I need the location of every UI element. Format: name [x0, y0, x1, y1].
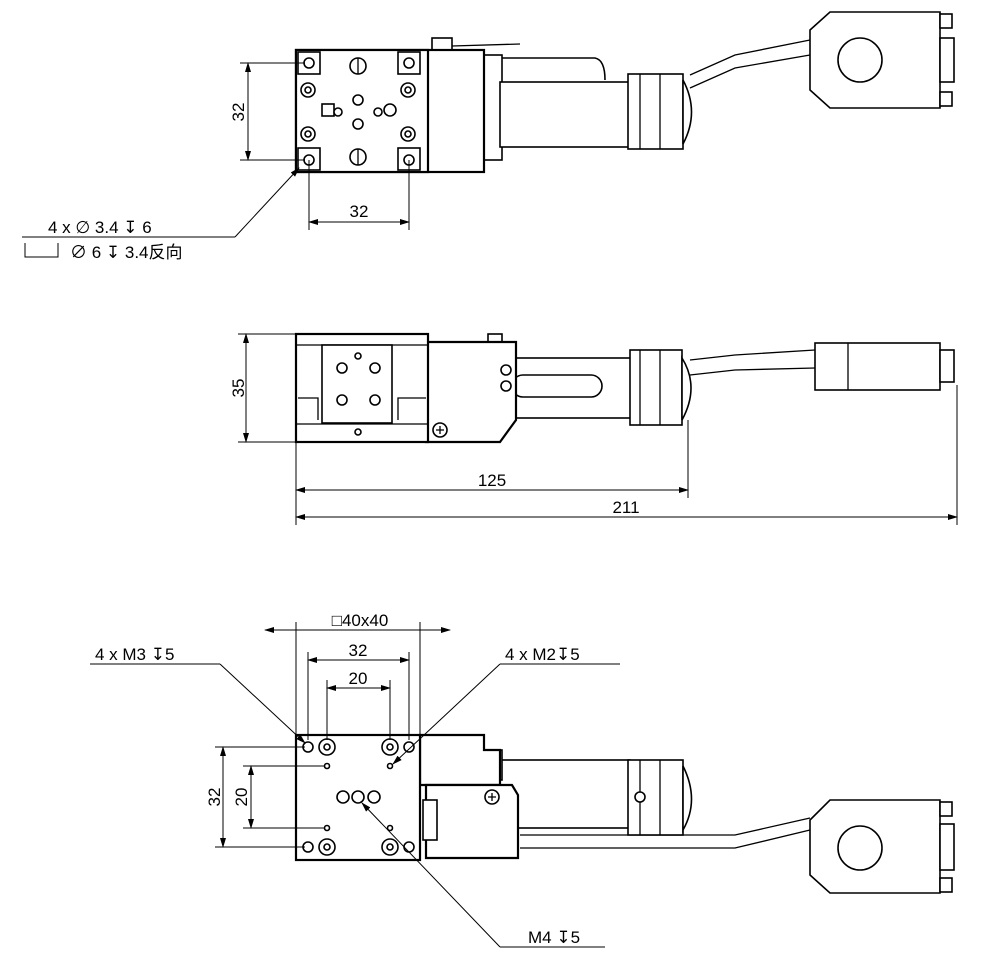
callout-m3: 4 x M3 ↧5	[95, 645, 174, 664]
callout-m4: M4 ↧5	[528, 928, 580, 947]
top-dim-width: 32	[350, 202, 369, 221]
bottom-dim-32-h: 32	[349, 641, 368, 660]
callout-m2: 4 x M2↧5	[505, 645, 580, 664]
bottom-connector	[809, 799, 955, 894]
top-callout-line1: 4 x ∅ 3.4 ↧ 6	[48, 218, 152, 237]
counterbore-icon	[24, 243, 59, 258]
bottom-dim-20-h: 20	[349, 669, 368, 688]
stage-body-side	[294, 332, 518, 444]
bottom-view: □40x40 32 20 32 20 4 x M3 ↧5 4 x M2↧5 M4…	[90, 611, 955, 948]
side-motor	[487, 333, 692, 426]
bottom-dim-square: □40x40	[332, 611, 389, 630]
cable	[689, 39, 811, 76]
stage-body-bottom	[294, 733, 520, 862]
side-dim-211: 211	[612, 498, 639, 517]
bottom-motor	[483, 749, 693, 836]
side-view: 35 125 211	[229, 332, 958, 525]
top-view: 32 32 4 x ∅ 3.4 ↧ 6 ∅ 6 ↧ 3.4反向	[22, 11, 955, 262]
top-callout-line2: ∅ 6 ↧ 3.4反向	[70, 243, 183, 262]
top-dim-height: 32	[229, 103, 248, 122]
side-dim-height: 35	[229, 379, 248, 398]
bottom-dim-32-v: 32	[205, 788, 224, 807]
stage-body-top	[294, 48, 486, 174]
side-dim-125: 125	[478, 471, 506, 490]
bottom-dim-20-v: 20	[232, 788, 251, 807]
side-connector	[814, 342, 955, 391]
connector	[809, 11, 955, 109]
